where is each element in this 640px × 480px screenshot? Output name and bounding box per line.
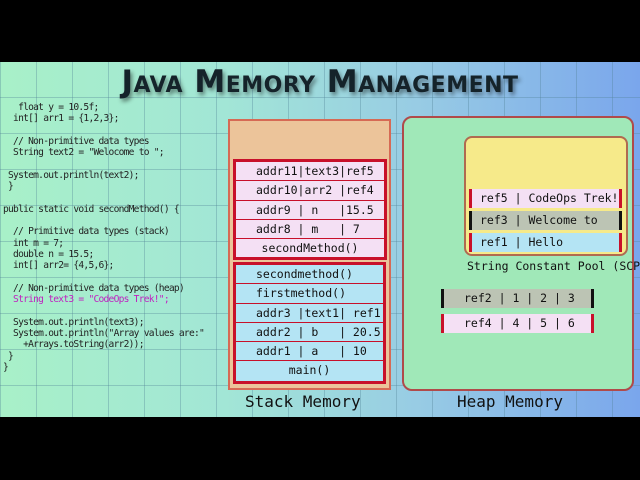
stack-slot: main() [288, 363, 331, 378]
scp-label: String Constant Pool (SCP) [467, 259, 640, 273]
code-line: ​ [3, 125, 225, 136]
code-line: int m = 7; [3, 237, 64, 249]
code-line: ​ [3, 215, 225, 226]
heap-memory-label: Heap Memory [457, 392, 563, 411]
code-line: ​ [3, 192, 225, 203]
heap-array-ref4: ref4 | 4 | 5 | 6 [441, 314, 594, 333]
stack-memory-label: Stack Memory [245, 392, 361, 411]
code-line: public static void secondMethod() { [3, 203, 180, 215]
code-line: // Non-primitive data types [3, 135, 149, 147]
stack-slot: addr3 |text1| ref1 [236, 304, 383, 323]
page-title: Java Memory Management [121, 64, 519, 100]
stack-slot: addr9 | n |15.5 [236, 201, 384, 220]
code-line: double n = 15.5; [3, 248, 94, 260]
code-line: System.out.println(text2); [3, 169, 139, 181]
code-line: ​ [3, 158, 225, 169]
code-line: String text2 = "Welocome to "; [3, 147, 165, 159]
diagram-canvas: Java Memory Management float y = 10.5f; … [0, 62, 640, 417]
stack-slot: addr11|text3|ref5 [236, 162, 384, 182]
stack-slot: addr1 | a | 10 [236, 342, 383, 362]
code-line: +Arrays.toString(arr2)); [3, 339, 144, 351]
code-line: System.out.println("Array values are:" [3, 327, 205, 339]
scp-entry-ref5: ref5 | CodeOps Trek! [469, 189, 622, 208]
stack-slot: addr10|arr2 |ref4 [236, 181, 384, 201]
code-line: } [3, 361, 9, 373]
scp-entry-ref1: ref1 | Hello [469, 233, 622, 252]
code-line: ​ [3, 305, 225, 316]
stack-slot: addr2 | b | 20.5 [236, 323, 383, 343]
code-line: } [3, 181, 14, 193]
stack-slot: firstmethod() [236, 284, 383, 304]
code-listing: float y = 10.5f; int[] arr1 = {1,2,3};​ … [3, 102, 225, 373]
stack-slot: secondmethod() [236, 265, 383, 285]
code-line: int[] arr2= {4,5,6}; [3, 260, 114, 272]
code-line: String text3 = "CodeOps Trek!"; [3, 294, 170, 306]
code-line: // Primitive data types (stack) [3, 226, 170, 238]
heap-array-ref2: ref2 | 1 | 2 | 3 [441, 289, 594, 308]
stack-slot: secondMethod() [261, 241, 359, 256]
code-line: float y = 10.5f; [3, 102, 99, 113]
code-line: // Non-primitive data types (heap) [3, 282, 185, 294]
scp-entry-ref3: ref3 | Welcome to [469, 211, 622, 230]
code-line: System.out.println(text3); [3, 316, 144, 328]
stack-slot: addr8 | m | 7 [236, 220, 384, 240]
main-frame: secondmethod()firstmethod()addr3 |text1|… [233, 262, 386, 384]
code-line: ​ [3, 271, 225, 282]
code-line: } [3, 350, 14, 362]
code-line: int[] arr1 = {1,2,3}; [3, 113, 119, 125]
